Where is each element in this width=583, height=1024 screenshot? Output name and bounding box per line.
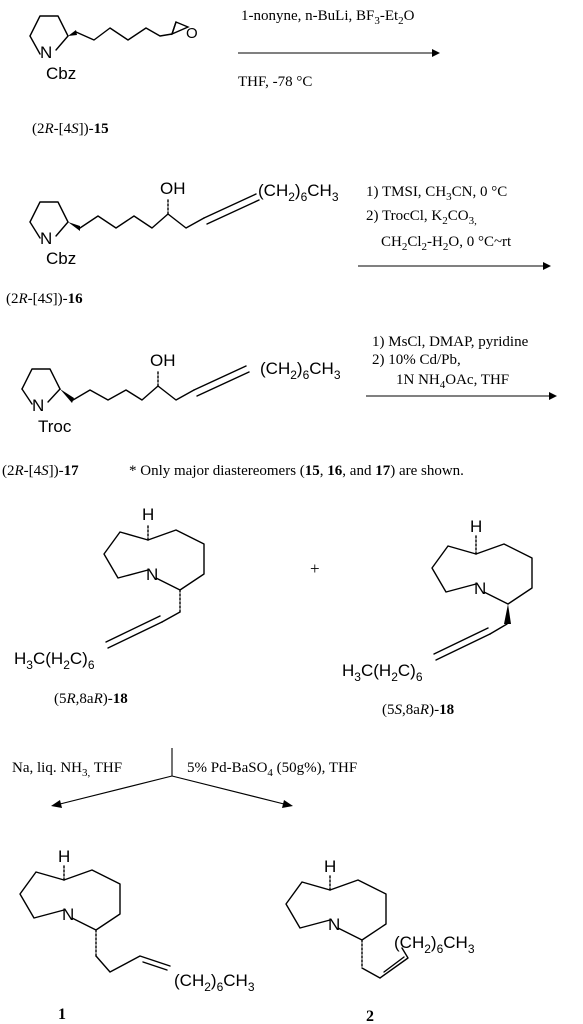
step1-conditions: THF, -78 °C — [238, 74, 312, 90]
compound-1-label: 1 — [58, 1006, 66, 1023]
final-step-arrows: Na, liq. NH3, THF 5% Pd-BaSO4 (50g%), TH… — [12, 748, 357, 808]
n-atom: N — [40, 43, 52, 62]
h-atom: H — [324, 857, 336, 876]
compound-1-structure: H N (CH2)6CH3 — [19, 847, 255, 994]
compound-2-structure: H N (CH2)6CH3 — [285, 857, 475, 979]
protecting-group: Cbz — [46, 64, 76, 83]
compound-17-label: (2R-[4S])-17 — [2, 463, 79, 479]
alkyl-chain: (CH2)6CH3 — [260, 359, 341, 382]
h-atom: H — [142, 505, 154, 524]
n-atom: N — [474, 579, 486, 598]
n-atom: N — [32, 396, 44, 415]
compound-15-structure: N Cbz O — [29, 15, 198, 83]
n-atom: N — [146, 565, 158, 584]
compound-17-structure: OH N Troc (CH2)6CH3 — [21, 351, 341, 436]
birch-reduction-reagents: Na, liq. NH3, THF — [12, 760, 122, 779]
compound-16-label: (2R-[4S])-16 — [6, 291, 83, 307]
step2-reagent-2: 2) TrocCl, K2CO3, — [366, 208, 477, 227]
alkyl-chain: H3C(H2C)6 — [14, 649, 95, 672]
alkyl-chain: (CH2)6CH3 — [394, 933, 475, 956]
step3-reagent-1: 1) MsCl, DMAP, pyridine — [372, 334, 529, 350]
step3-reagent-3: 1N NH4OAc, THF — [396, 372, 509, 391]
compound-5S-18-structure: H N H3C(H2C)6 — [342, 517, 533, 684]
step3-reagent-2: 2) 10% Cd/Pb, — [372, 352, 461, 368]
step1-arrow: 1-nonyne, n-BuLi, BF3-Et2O THF, -78 °C — [238, 8, 440, 90]
compound-5S-18-label: (5S,8aR)-18 — [382, 702, 454, 718]
step2-arrow: 1) TMSI, CH3CN, 0 °C 2) TrocCl, K2CO3, C… — [358, 184, 551, 270]
compound-16-structure: OH N Cbz (CH2)6CH3 — [29, 179, 339, 268]
n-atom: N — [62, 905, 74, 924]
h-atom: H — [470, 517, 482, 536]
n-atom: N — [40, 229, 52, 248]
compound-2-label: 2 — [366, 1008, 374, 1024]
epoxide-o: O — [186, 25, 198, 42]
protecting-group: Cbz — [46, 249, 76, 268]
n-atom: N — [328, 915, 340, 934]
lindlar-reagents: 5% Pd-BaSO4 (50g%), THF — [187, 760, 357, 779]
step3-arrow: 1) MsCl, DMAP, pyridine 2) 10% Cd/Pb, 1N… — [366, 334, 557, 400]
h-atom: H — [58, 847, 70, 866]
step2-reagent-3: CH2Cl2-H2O, 0 °C~rt — [381, 234, 512, 253]
step1-reagents: 1-nonyne, n-BuLi, BF3-Et2O — [241, 8, 415, 27]
step2-reagent-1: 1) TMSI, CH3CN, 0 °C — [366, 184, 507, 203]
compound-5R-18-structure: H N H3C(H2C)6 — [14, 505, 205, 672]
hydroxyl-group: OH — [150, 351, 176, 370]
diastereomer-note: * Only major diastereomers (15, 16, and … — [129, 463, 464, 479]
protecting-group: Troc — [38, 417, 72, 436]
alkyl-chain: (CH2)6CH3 — [174, 971, 255, 994]
alkyl-chain: (CH2)6CH3 — [258, 181, 339, 204]
compound-15-label: (2R-[4S])-15 — [32, 121, 109, 137]
alkyl-chain: H3C(H2C)6 — [342, 661, 423, 684]
plus-sign: + — [310, 559, 320, 578]
compound-5R-18-label: (5R,8aR)-18 — [54, 691, 128, 707]
hydroxyl-group: OH — [160, 179, 186, 198]
